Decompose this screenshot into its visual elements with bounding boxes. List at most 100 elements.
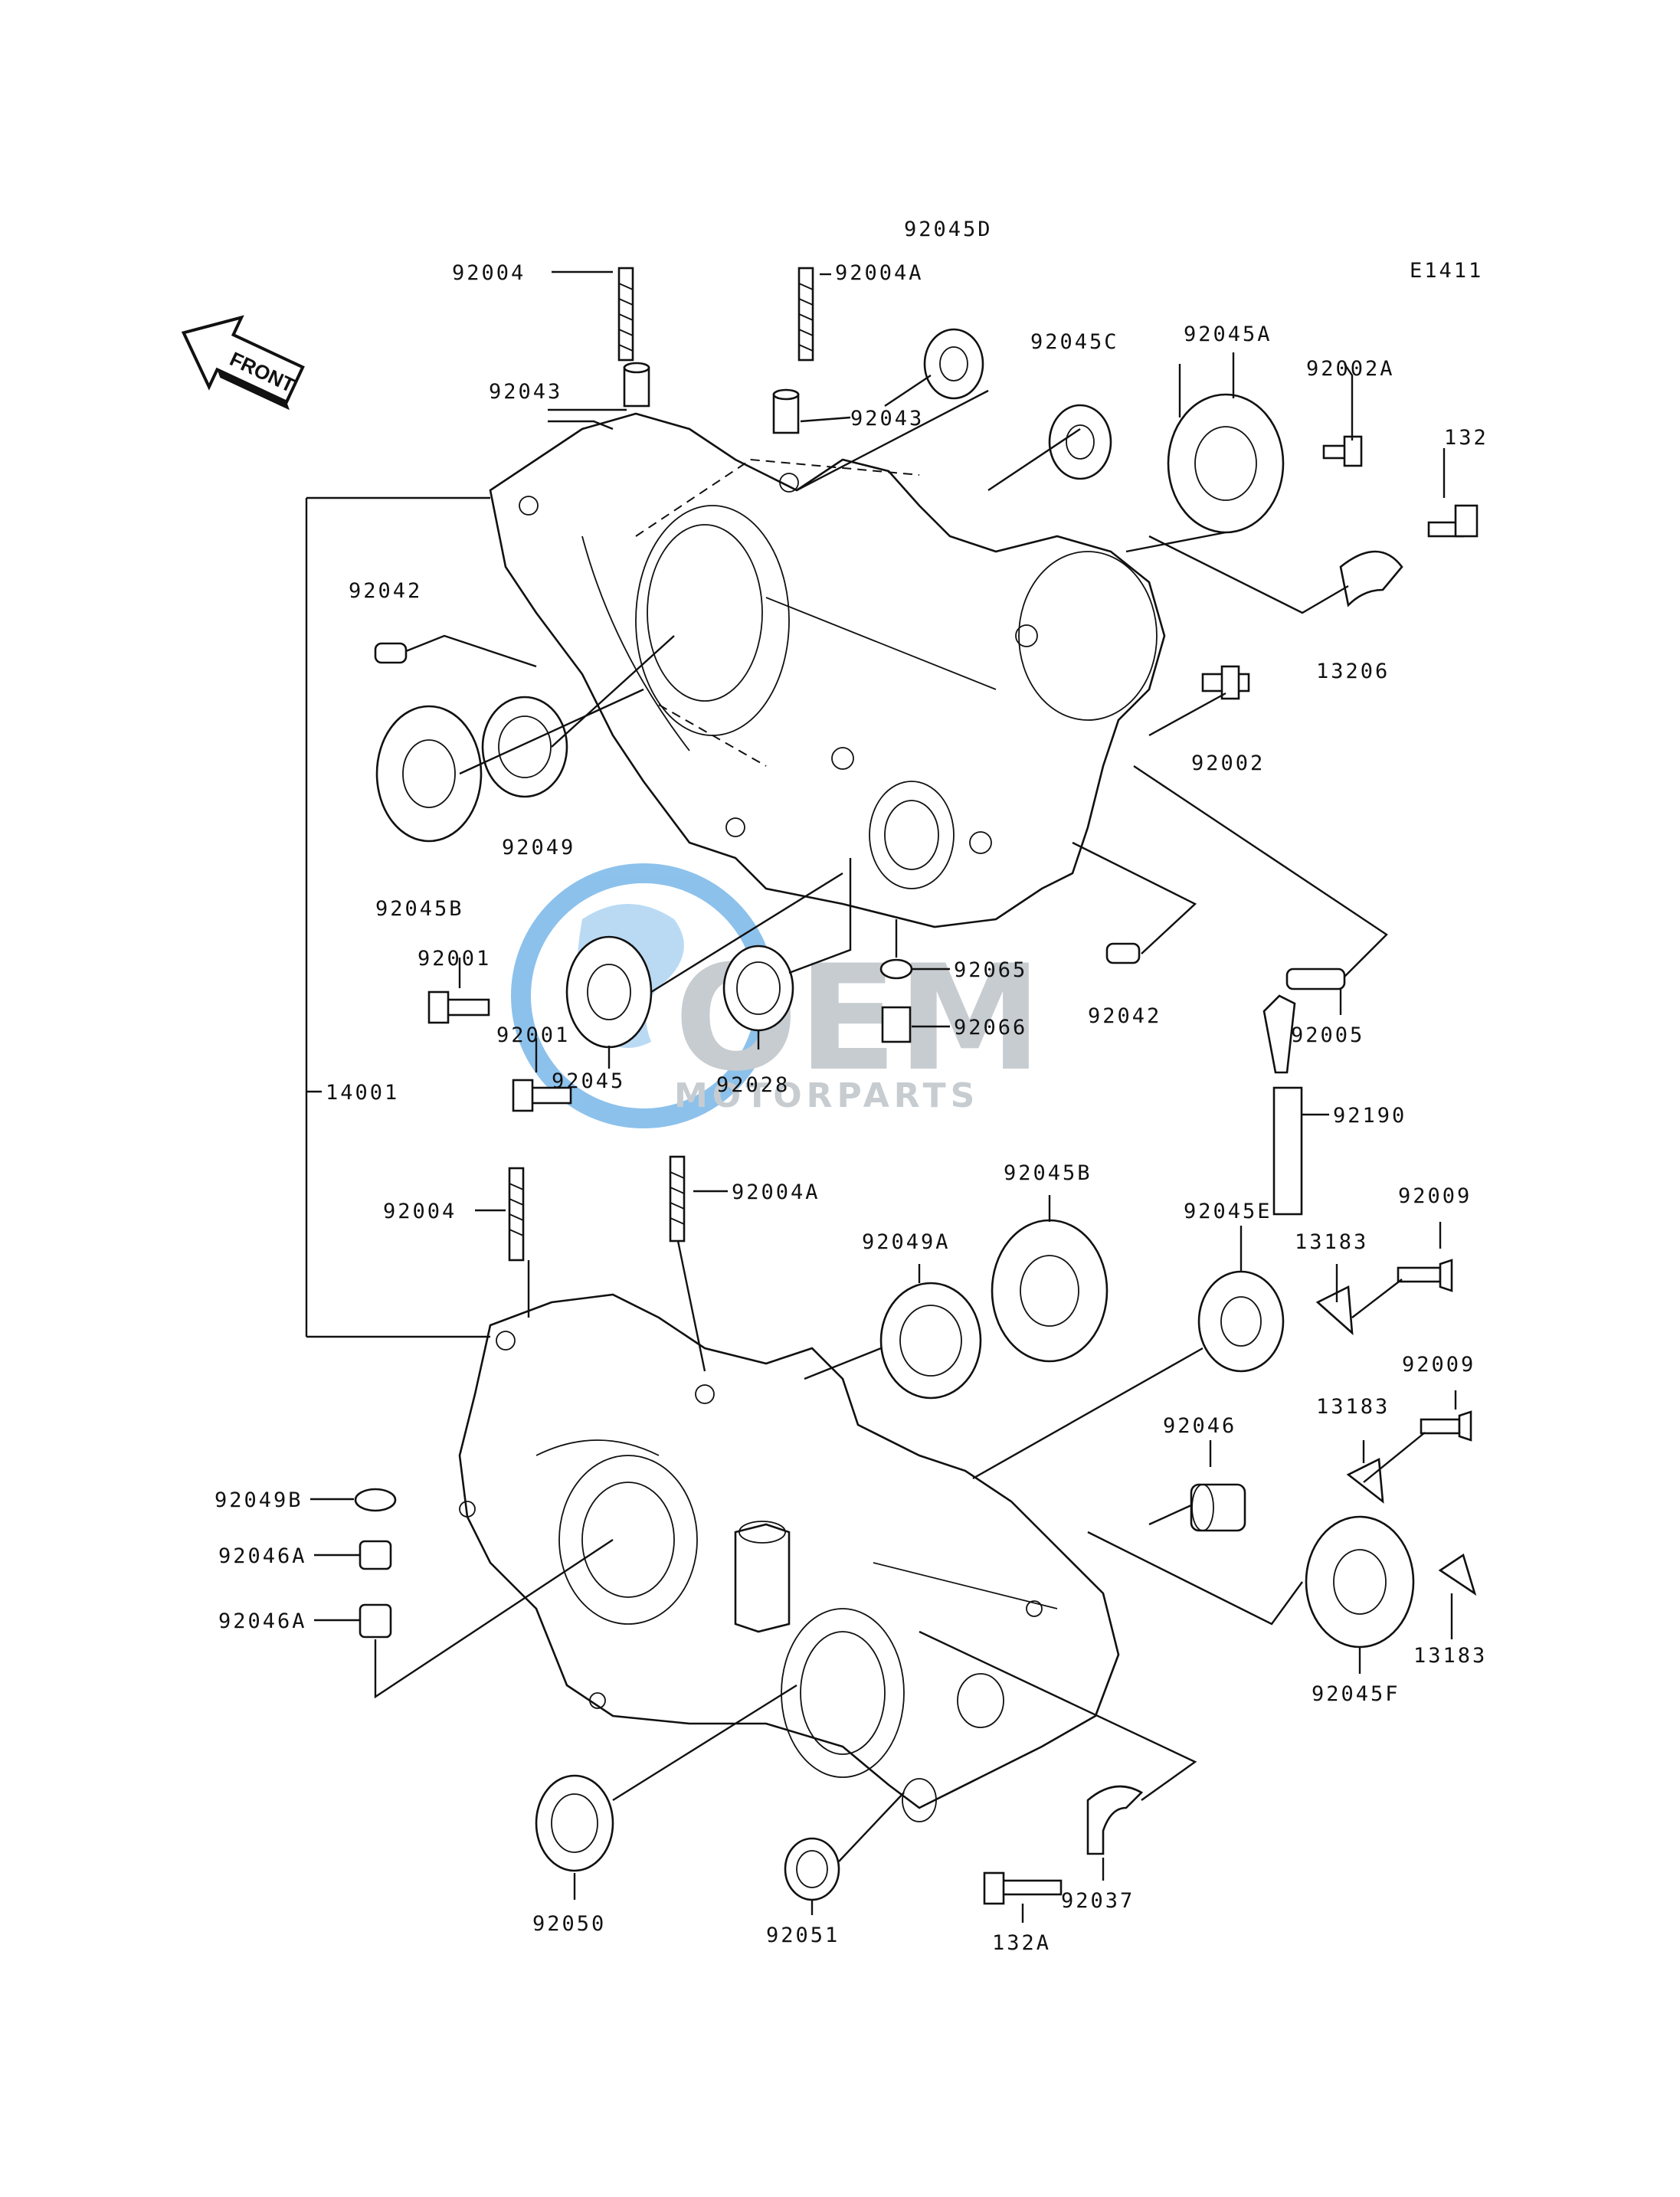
bearing-92046 — [1190, 1483, 1246, 1532]
label-92042-top: 92042 — [349, 579, 422, 603]
label-92049A: 92049A — [862, 1230, 951, 1254]
label-92045B-bottom: 92045B — [1004, 1161, 1092, 1185]
plate-13183-c — [1438, 1553, 1477, 1596]
label-92049: 92049 — [502, 836, 575, 859]
label-92028: 92028 — [716, 1073, 790, 1097]
stud-92004A-bottom — [669, 1155, 686, 1243]
lower-drain-port — [902, 1778, 937, 1822]
bolt-92001-b — [512, 1079, 572, 1112]
label-92046A-b: 92046A — [218, 1609, 307, 1633]
washer-92065 — [879, 958, 913, 980]
label-92046A-a: 92046A — [218, 1544, 307, 1568]
label-92002A: 92002A — [1306, 357, 1395, 381]
part-labels: 92004 92004A 92045D 92045C 92045A 92002A… — [215, 218, 1488, 1955]
stud-92004-bottom — [508, 1167, 525, 1262]
upper-secondary-bore — [869, 781, 955, 889]
bolt-132A — [983, 1871, 1063, 1905]
label-92004A-bottom: 92004A — [732, 1180, 820, 1204]
label-92009-a: 92009 — [1398, 1184, 1472, 1208]
bearing-92045 — [565, 935, 653, 1049]
label-132A: 132A — [992, 1931, 1051, 1955]
label-92051: 92051 — [766, 1924, 840, 1947]
lower-bearing-bore — [781, 1608, 905, 1778]
upper-crankcase — [489, 412, 1166, 928]
dowel-92042-mid — [1105, 942, 1141, 964]
fitting-92005 — [1285, 968, 1346, 990]
screw-92009-b — [1420, 1410, 1472, 1442]
label-92002: 92002 — [1191, 751, 1265, 775]
stud-92004-top — [617, 267, 634, 362]
label-92045E: 92045E — [1184, 1200, 1272, 1223]
bearing-92046A-b — [359, 1603, 392, 1639]
upper-cylinder-port — [1018, 551, 1158, 721]
label-13183-a: 13183 — [1295, 1230, 1368, 1254]
bolt-132 — [1427, 504, 1479, 538]
label-92001-a: 92001 — [418, 947, 491, 971]
label-92045F: 92045F — [1312, 1682, 1400, 1706]
label-92066: 92066 — [954, 1016, 1027, 1040]
bearing-92045D — [923, 328, 984, 400]
diagram-code: E1411 — [1410, 259, 1483, 283]
watermark-sub: MOTORPARTS — [674, 1076, 979, 1115]
label-92065: 92065 — [954, 958, 1027, 982]
bearing-92045B-top — [375, 705, 483, 843]
lower-main-bore — [558, 1455, 698, 1625]
lower-crankcase — [458, 1293, 1120, 1822]
dowel-92043-left — [623, 362, 650, 408]
label-92004-bottom: 92004 — [383, 1200, 457, 1223]
label-92050: 92050 — [532, 1912, 606, 1936]
label-92049B: 92049B — [215, 1488, 303, 1512]
bearing-92045A — [1167, 393, 1285, 534]
label-92045D: 92045D — [904, 218, 993, 241]
label-14001: 14001 — [326, 1081, 399, 1105]
label-132: 132 — [1444, 426, 1488, 450]
screw-92009-a — [1397, 1259, 1453, 1292]
label-13183-c: 13183 — [1413, 1644, 1487, 1668]
hose-92190 — [1262, 994, 1303, 1216]
label-92045A: 92045A — [1184, 323, 1272, 346]
bearing-92045B-bottom — [991, 1219, 1109, 1363]
dowel-92043-right — [772, 388, 800, 434]
fitting-92002 — [1201, 665, 1250, 700]
bearing-92045F — [1305, 1515, 1415, 1649]
seal-92050 — [535, 1774, 614, 1872]
lower-right-bore — [957, 1673, 1004, 1728]
seal-92049 — [481, 696, 568, 798]
bearing-92045C — [1048, 404, 1112, 480]
leader-lines — [305, 270, 1457, 1923]
front-arrow-icon — [181, 315, 305, 404]
label-92045C: 92045C — [1030, 330, 1119, 354]
bushing-92028 — [722, 945, 794, 1032]
label-13183-b: 13183 — [1316, 1395, 1390, 1419]
label-92042-mid: 92042 — [1088, 1004, 1161, 1028]
label-92005: 92005 — [1291, 1023, 1364, 1047]
clamp-13206 — [1339, 550, 1403, 607]
seal-92049A — [879, 1282, 982, 1400]
label-92009-b: 92009 — [1402, 1353, 1475, 1377]
label-92046: 92046 — [1163, 1414, 1236, 1438]
label-92043-right: 92043 — [850, 407, 924, 431]
label-92001-b: 92001 — [496, 1023, 570, 1047]
front-arrow: FRONT — [181, 315, 305, 411]
plate-13183-a — [1315, 1285, 1354, 1336]
plug-92066 — [881, 1006, 912, 1043]
upper-case-outline — [489, 412, 1166, 928]
label-92043-left: 92043 — [489, 380, 562, 404]
bracket-92037 — [1086, 1785, 1144, 1855]
bearing-92046A-a — [359, 1540, 392, 1570]
bolt-92001-a — [427, 990, 490, 1024]
lower-cylinder-boss — [734, 1523, 791, 1633]
label-92004-top: 92004 — [452, 261, 526, 285]
washer-92049B — [354, 1488, 397, 1512]
label-92004A-top: 92004A — [835, 261, 924, 285]
label-92045B-top: 92045B — [375, 897, 464, 921]
bearing-92045E — [1197, 1270, 1285, 1373]
seal-92051 — [784, 1837, 840, 1901]
label-92190: 92190 — [1333, 1104, 1407, 1128]
label-92037: 92037 — [1061, 1889, 1135, 1913]
bolt-92002A — [1322, 435, 1363, 467]
stud-92004A-top — [797, 267, 814, 362]
dowel-92042-top — [374, 642, 408, 664]
label-92045: 92045 — [552, 1069, 625, 1093]
